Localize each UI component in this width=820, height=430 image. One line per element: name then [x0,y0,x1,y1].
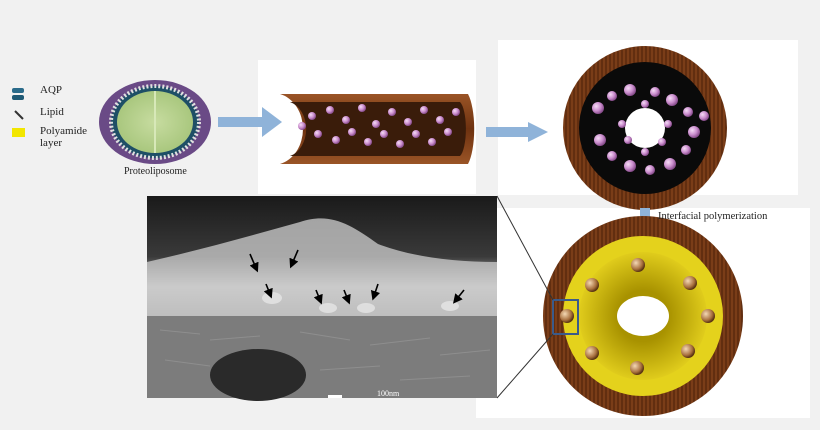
cross-section-polyamide [543,216,743,416]
sem-arrows [249,249,465,305]
zoom-line-top [496,195,554,301]
sem-texture [159,329,491,381]
sem-scale-bar [328,395,342,398]
legend-lipid-label: Lipid [40,106,64,118]
zoom-box [552,299,579,335]
sem-polyamide-layer [147,218,497,316]
nanotube [280,94,475,164]
legend-aqp-label: AQP [40,84,63,96]
lipid-icon [14,110,24,120]
tube-vesicles [298,104,460,148]
interfacial-polymerization-label: Interfacial polymerization [658,211,768,222]
proteoliposome-caption: Proteoliposome [124,166,187,177]
cross-section-center [625,108,665,148]
legend-aqp: AQP [10,84,62,106]
aqp-icon [12,88,24,100]
cross-section-balls [592,84,709,175]
sem-pore [210,349,306,401]
sem-scale-label: 100nm [377,389,400,398]
arrow-2-head [528,122,548,142]
arrow-1-head [262,107,282,137]
legend-lipid: Lipid [10,106,64,124]
proteoliposome [99,80,211,164]
legend-polyamide: Polyamide layer [10,125,87,149]
sem-substrate [147,316,497,398]
sem-image [147,196,497,401]
cross-section-vesicles [563,46,727,210]
polyamide-swatch [12,128,25,137]
legend-polyamide-label: Polyamide layer [40,125,88,149]
tube-lumen [290,102,466,156]
zoom-line-bottom [496,333,554,399]
membrane-center [617,296,669,336]
aqp-particles [560,258,715,375]
